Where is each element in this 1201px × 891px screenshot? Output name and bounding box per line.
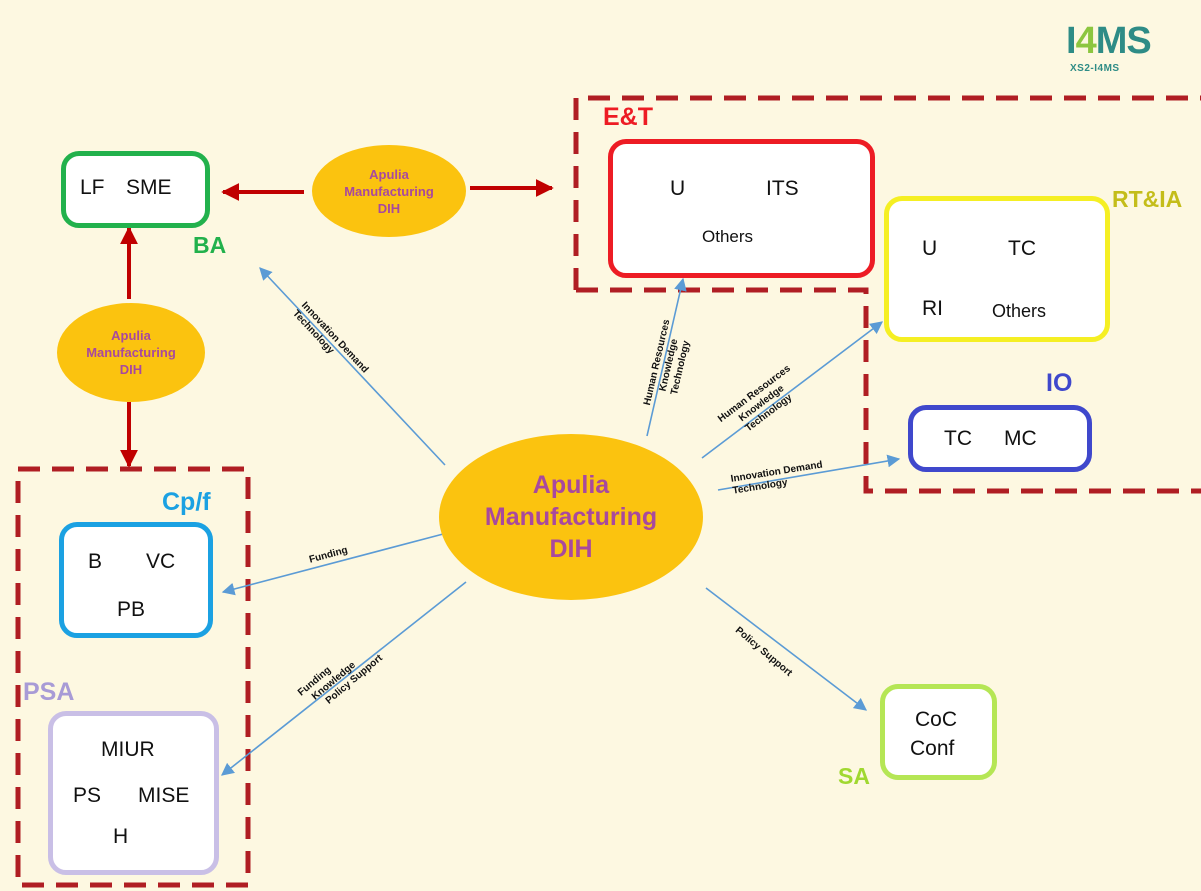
oval-top-line1: Apulia bbox=[369, 166, 409, 182]
rtia-box bbox=[884, 196, 1110, 342]
dashed-region-cpf-psa bbox=[15, 466, 251, 888]
rtia-item-tc: TC bbox=[1008, 237, 1036, 260]
dashed-region-et-rtia-io bbox=[573, 95, 1201, 494]
oval-left-line3: DIH bbox=[119, 362, 143, 377]
ba-box bbox=[61, 151, 210, 228]
logo-main-plus: 4 bbox=[1075, 20, 1097, 62]
logo-main-suffix: MS bbox=[1095, 20, 1152, 62]
psa-item-ps: PS bbox=[73, 784, 102, 807]
psa-item-h: H bbox=[113, 825, 129, 848]
logo-main-text: I4MS bbox=[1066, 20, 1152, 63]
et-box bbox=[608, 139, 875, 278]
i4ms-logo: I4MS XS2-I4MS bbox=[1066, 20, 1176, 78]
flow-arrow-to-ba bbox=[259, 267, 446, 466]
cpf-item-b: B bbox=[88, 550, 103, 573]
io-item-tc: TC bbox=[944, 427, 972, 450]
oval-top-line2: Manufacturing bbox=[344, 183, 434, 199]
flow-arrow-to-sa bbox=[705, 587, 868, 711]
sa-label: SA bbox=[838, 763, 870, 789]
rtia-item-ri: RI bbox=[922, 297, 943, 320]
rtia-label: RT&IA bbox=[1112, 186, 1183, 212]
flow-arrow-to-psa bbox=[220, 581, 467, 776]
ba-item-lf: LF bbox=[80, 176, 105, 199]
sa-item-conf: Conf bbox=[910, 737, 955, 760]
psa-label: PSA bbox=[23, 678, 75, 706]
flow-arrow-to-cpf bbox=[221, 532, 448, 596]
ba-label: BA bbox=[193, 232, 227, 258]
io-item-mc: MC bbox=[1004, 427, 1037, 450]
io-box bbox=[908, 405, 1092, 472]
cpf-item-vc: VC bbox=[146, 550, 176, 573]
oval-left-apulia-dih: Apulia Manufacturing DIH bbox=[57, 303, 205, 402]
et-label: E&T bbox=[603, 103, 653, 131]
oval-top-apulia-dih: Apulia Manufacturing DIH bbox=[312, 145, 466, 237]
psa-item-mise: MISE bbox=[138, 784, 190, 807]
flow-arrow-to-et bbox=[646, 277, 687, 437]
psa-box bbox=[48, 711, 219, 875]
et-item-its: ITS bbox=[766, 177, 799, 200]
ba-item-sme: SME bbox=[126, 176, 172, 199]
center-line1: Apulia bbox=[532, 471, 610, 499]
center-apulia-dih: Apulia Manufacturing DIH bbox=[439, 434, 703, 600]
oval-top-line3: DIH bbox=[377, 200, 401, 216]
center-line2: Manufacturing bbox=[484, 503, 658, 531]
logo-main-prefix: I bbox=[1066, 20, 1077, 62]
psa-item-miur: MIUR bbox=[101, 738, 155, 761]
logo-subtitle: XS2-I4MS bbox=[1070, 63, 1120, 74]
sa-box bbox=[880, 684, 997, 780]
et-item-others: Others bbox=[702, 227, 754, 246]
rtia-item-u: U bbox=[922, 237, 938, 260]
oval-left-line2: Manufacturing bbox=[86, 345, 176, 360]
et-item-u: U bbox=[670, 177, 686, 200]
center-line3: DIH bbox=[549, 535, 593, 563]
sa-item-coc: CoC bbox=[915, 708, 958, 731]
cpf-item-pb: PB bbox=[117, 598, 146, 621]
flow-arrow-to-rtia bbox=[701, 321, 884, 459]
io-label: IO bbox=[1046, 369, 1073, 397]
rtia-item-others: Others bbox=[992, 301, 1047, 321]
oval-left-line1: Apulia bbox=[111, 328, 151, 343]
cpf-box bbox=[59, 522, 213, 638]
flow-arrow-to-io bbox=[717, 454, 901, 491]
cpf-label: Cp/f bbox=[162, 488, 211, 516]
